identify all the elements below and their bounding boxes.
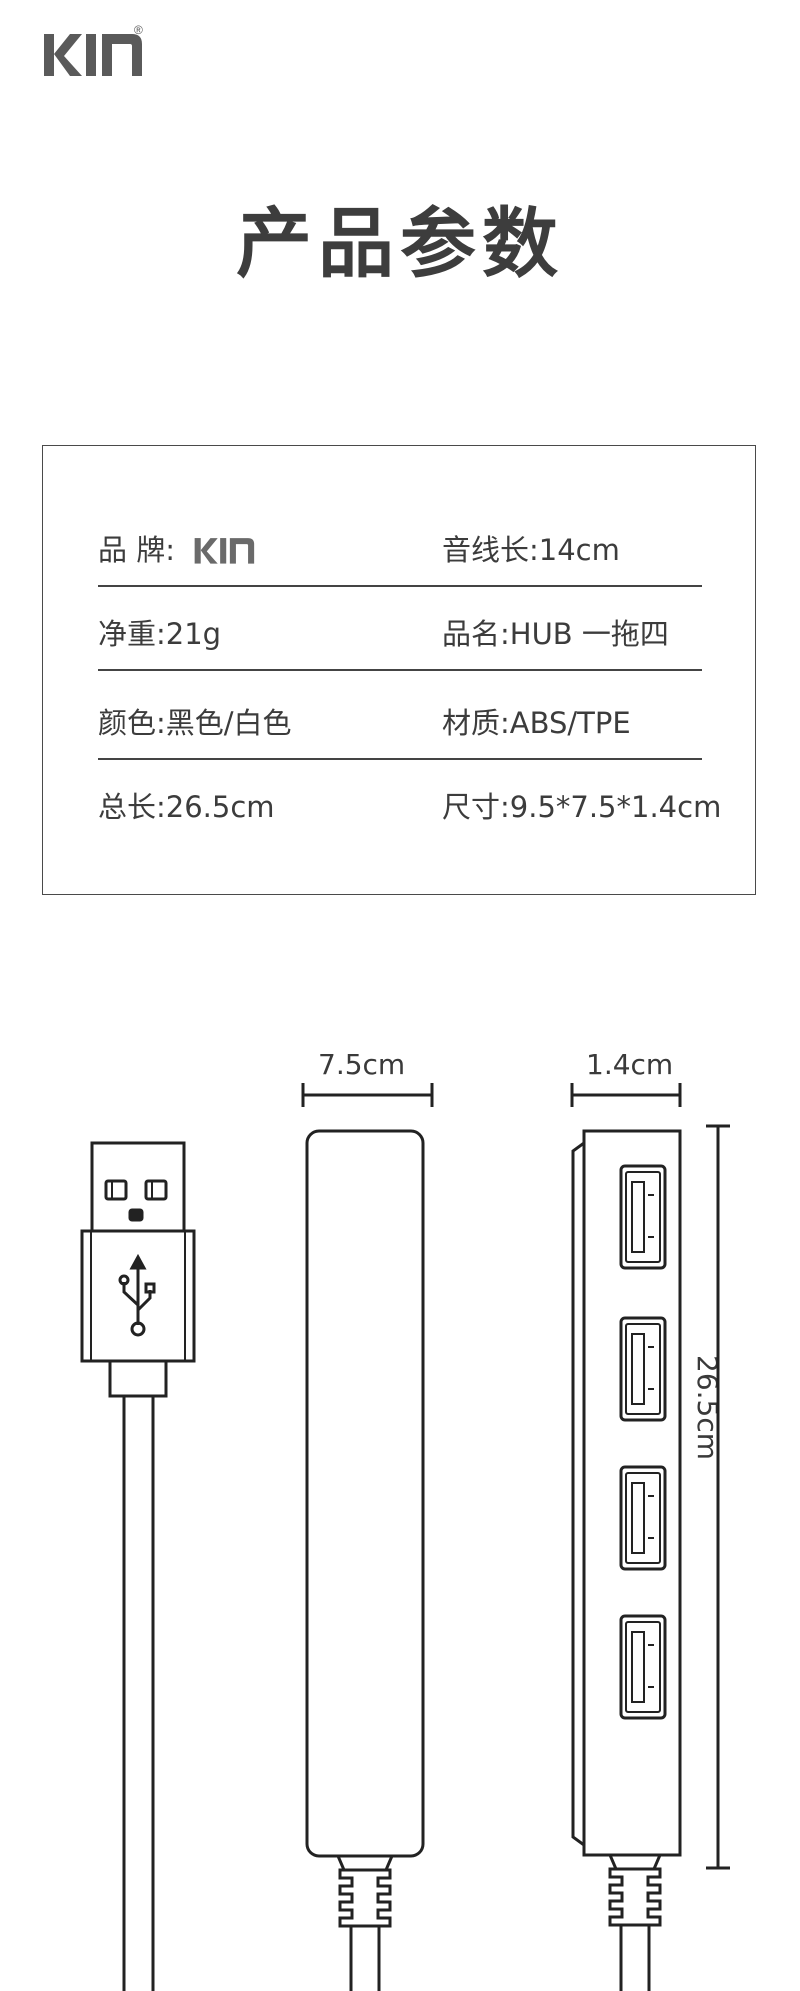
- usb-port-icon: [619, 1316, 667, 1422]
- spec-row: 颜色:黑色/白色 材质:ABS/TPE: [98, 676, 702, 760]
- spec-cable-length: 音线长:14cm: [442, 533, 620, 567]
- row-divider: [98, 585, 702, 587]
- spec-brand: 品 牌:: [98, 527, 260, 569]
- spec-brand-label: 品 牌:: [98, 533, 175, 567]
- spec-weight: 净重:21g: [98, 617, 222, 651]
- width-label: 7.5cm: [318, 1048, 406, 1081]
- spec-total-length: 总长:26.5cm: [98, 790, 275, 824]
- spec-material: 材质:ABS/TPE: [442, 706, 631, 740]
- hub-side-view: [571, 1129, 682, 1991]
- length-dimension: [706, 1124, 730, 1870]
- strain-relief: [338, 1868, 392, 1928]
- usb-symbol-icon: [118, 1253, 156, 1337]
- usb-port-icon: [619, 1465, 667, 1571]
- row-divider: [98, 669, 702, 671]
- registered-mark: ®: [134, 24, 143, 37]
- spec-table: 品 牌: 音线长:14cm 净重:21g 品名:HUB 一拖四 颜色:黑色/白色…: [42, 445, 756, 895]
- brand-logo: ®: [44, 24, 143, 76]
- spec-row: 净重:21g 品名:HUB 一拖四: [98, 587, 702, 671]
- spec-product-name: 品名:HUB 一拖四: [442, 617, 669, 651]
- page-title: 产品参数: [236, 199, 564, 288]
- brand-logo-small: [194, 538, 255, 564]
- width-dimension: [301, 1083, 434, 1107]
- thickness-dimension: [570, 1083, 682, 1107]
- spec-color: 颜色:黑色/白色: [98, 706, 292, 740]
- spec-size: 尺寸:9.5*7.5*1.4cm: [442, 790, 722, 824]
- product-diagram: [80, 1083, 730, 1991]
- row-divider: [98, 758, 702, 760]
- hub-front-view: [305, 1129, 425, 1991]
- usb-port-icon: [619, 1164, 667, 1270]
- spec-row: 总长:26.5cm 尺寸:9.5*7.5*1.4cm: [98, 760, 721, 844]
- strain-relief: [608, 1867, 662, 1927]
- spec-row: 品 牌: 音线长:14cm: [98, 503, 702, 587]
- usb-port-icon: [619, 1614, 667, 1720]
- thickness-label: 1.4cm: [586, 1048, 674, 1081]
- usb-plug: [80, 1141, 196, 1991]
